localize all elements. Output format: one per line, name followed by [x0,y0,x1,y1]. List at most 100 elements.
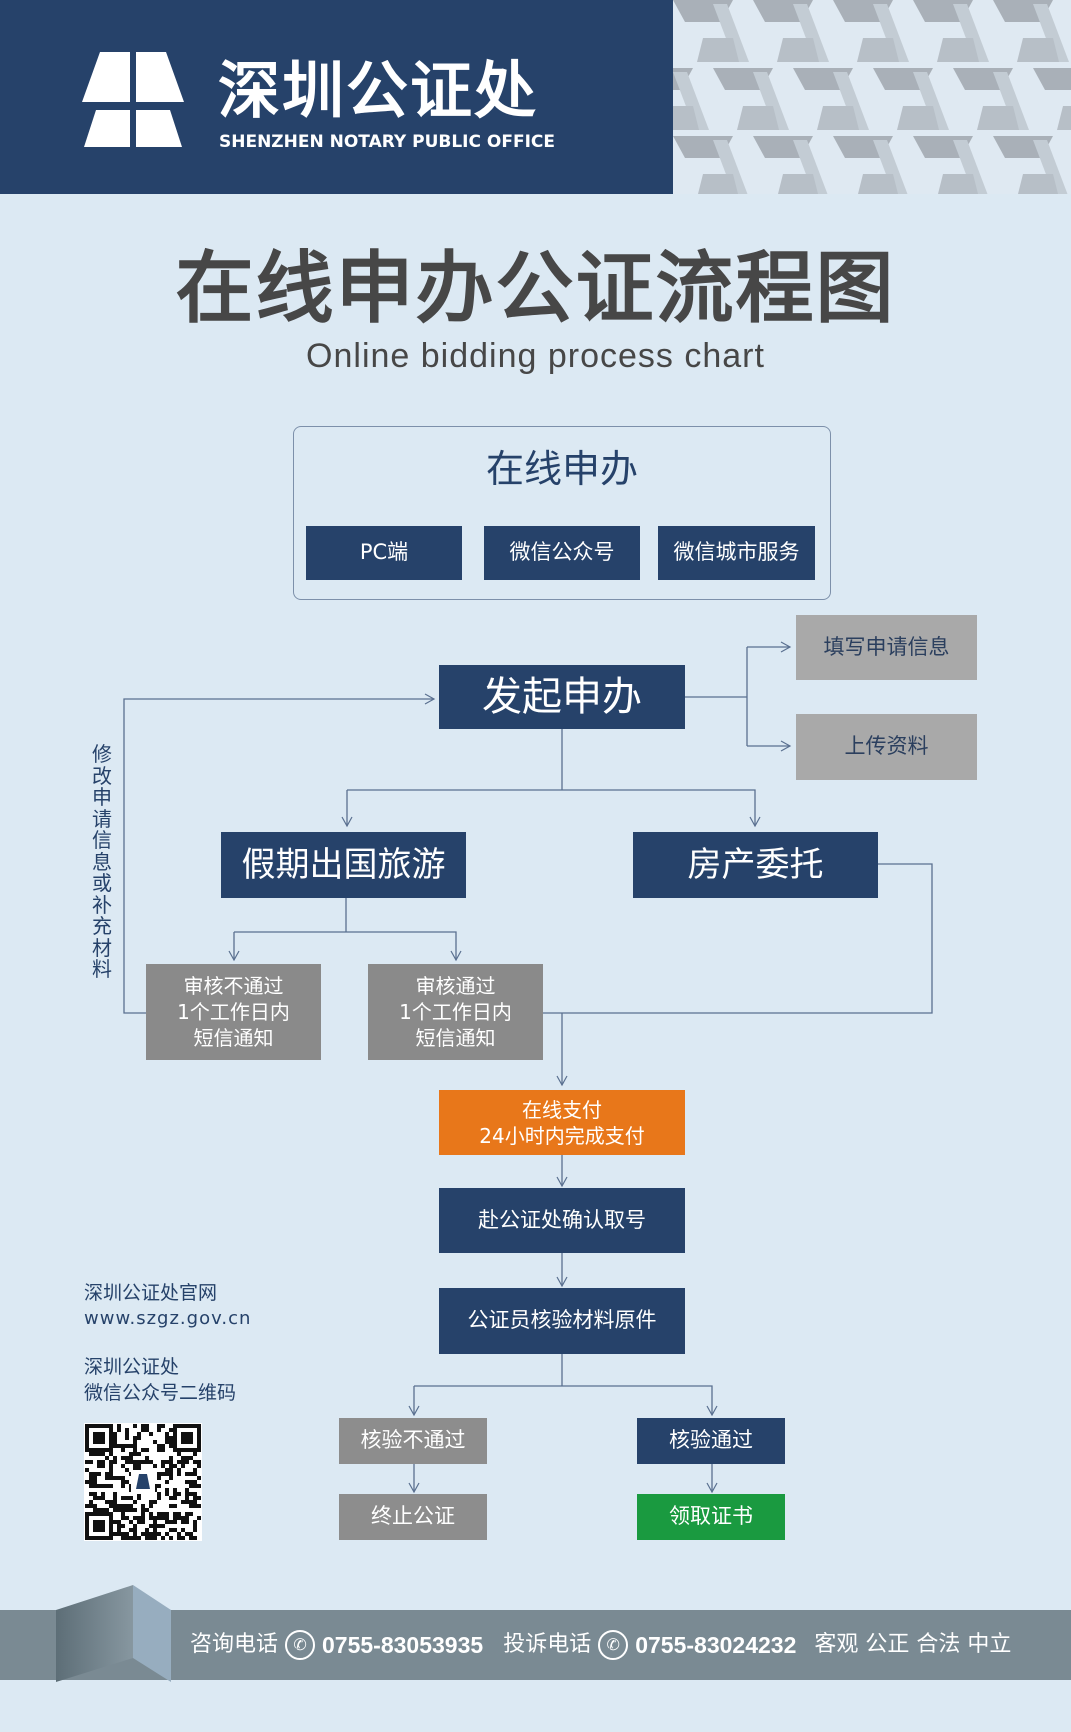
pattern-shape [953,4,989,62]
qr-module [97,1432,101,1436]
qr-module [161,1464,165,1468]
pattern-shape [873,4,909,62]
qr-module [109,1484,113,1488]
reject-line: 审核不通过 [183,974,284,998]
qr-module [157,1484,161,1488]
pattern-shape [777,38,819,62]
qr-module [125,1456,129,1460]
site-url[interactable]: www.szgz.gov.cn [84,1308,252,1329]
qr-module [101,1512,105,1516]
qr-module [185,1500,189,1504]
qr-module [193,1424,197,1428]
qr-module [165,1520,169,1524]
qr-module [89,1500,93,1504]
qr-module [173,1432,177,1436]
qr-module [177,1472,181,1476]
pattern-shape [953,140,988,194]
qr-module [125,1460,129,1464]
qr-module [93,1528,97,1532]
qr-module [157,1424,161,1428]
start-application: 发起申办 [439,665,685,729]
qr-module [189,1432,193,1436]
qr-module [185,1516,189,1520]
qr-module [177,1424,181,1428]
qr-module [169,1456,173,1460]
fill-info-step: 填写申请信息 [796,615,977,680]
qr-module [109,1520,113,1524]
pattern-shape [793,4,829,62]
qr-module [133,1424,137,1428]
pattern-shape [858,174,898,194]
qr-module [137,1436,141,1440]
pattern-shape [993,72,1029,130]
qr-module [137,1452,141,1456]
qr-module [105,1512,109,1516]
complaint-label: 投诉电话 [503,1632,592,1657]
qr-module [125,1480,129,1484]
qr-module [141,1532,145,1536]
qr-module [101,1432,105,1436]
qr-module [165,1532,169,1536]
qr-module [93,1480,97,1484]
terminate-notary: 终止公证 [339,1494,487,1540]
qr-module [93,1508,97,1512]
pattern-shape [1033,68,1071,90]
qr-module [105,1472,109,1476]
qr-module [85,1436,89,1440]
qr-module [133,1440,137,1444]
qr-module [93,1524,97,1528]
qr-module [113,1532,117,1536]
qr-module [197,1476,201,1480]
qr-module [161,1460,165,1464]
qr-module [197,1432,201,1436]
qr-module [181,1528,185,1532]
qr-module [133,1528,137,1532]
qr-module [121,1508,125,1512]
qr-module [197,1516,201,1520]
pattern-shape [897,106,939,130]
motto: 客观 公正 合法 中立 [814,1632,1012,1657]
qr-module [125,1496,129,1500]
qr-module [193,1528,197,1532]
qr-module [157,1476,161,1480]
pattern-shape [873,140,908,194]
qr-module [189,1532,193,1536]
qr-module [153,1532,157,1536]
qr-module [173,1464,177,1468]
qr-module [109,1516,113,1520]
qr-module [117,1532,121,1536]
qr-module [197,1440,201,1444]
qr-module [133,1444,137,1448]
qr-module [197,1464,201,1468]
qr-module [169,1520,173,1524]
qr-module [93,1520,97,1524]
qr-module [133,1500,137,1504]
qr-module [101,1424,105,1428]
qr-module [101,1436,105,1440]
qr-module [145,1424,149,1428]
qr-module [89,1484,93,1488]
qr-module [85,1520,89,1524]
qr-module [181,1520,185,1524]
qr-module [97,1524,101,1528]
qr-module [185,1436,189,1440]
phone-icon: ✆ [285,1630,316,1660]
reject-line: 短信通知 [193,1026,274,1050]
qr-module [97,1484,101,1488]
footer-contacts: 咨询电话 ✆ 0755-83053935 投诉电话 ✆ 0755-8302423… [190,1610,1011,1680]
page-subtitle: Online bidding process chart [306,337,765,375]
qr-module [97,1536,101,1540]
qr-module [157,1524,161,1528]
qr-module [173,1488,177,1492]
qr-module [97,1424,101,1428]
qr-module [85,1440,89,1444]
qr-module [101,1492,105,1496]
qr-module [117,1476,121,1480]
qr-module [125,1444,129,1448]
qr-module [165,1516,169,1520]
qr-module [121,1476,125,1480]
qr-module [85,1512,89,1516]
qr-module [133,1452,137,1456]
qr-module [197,1460,201,1464]
qr-module [109,1504,113,1508]
